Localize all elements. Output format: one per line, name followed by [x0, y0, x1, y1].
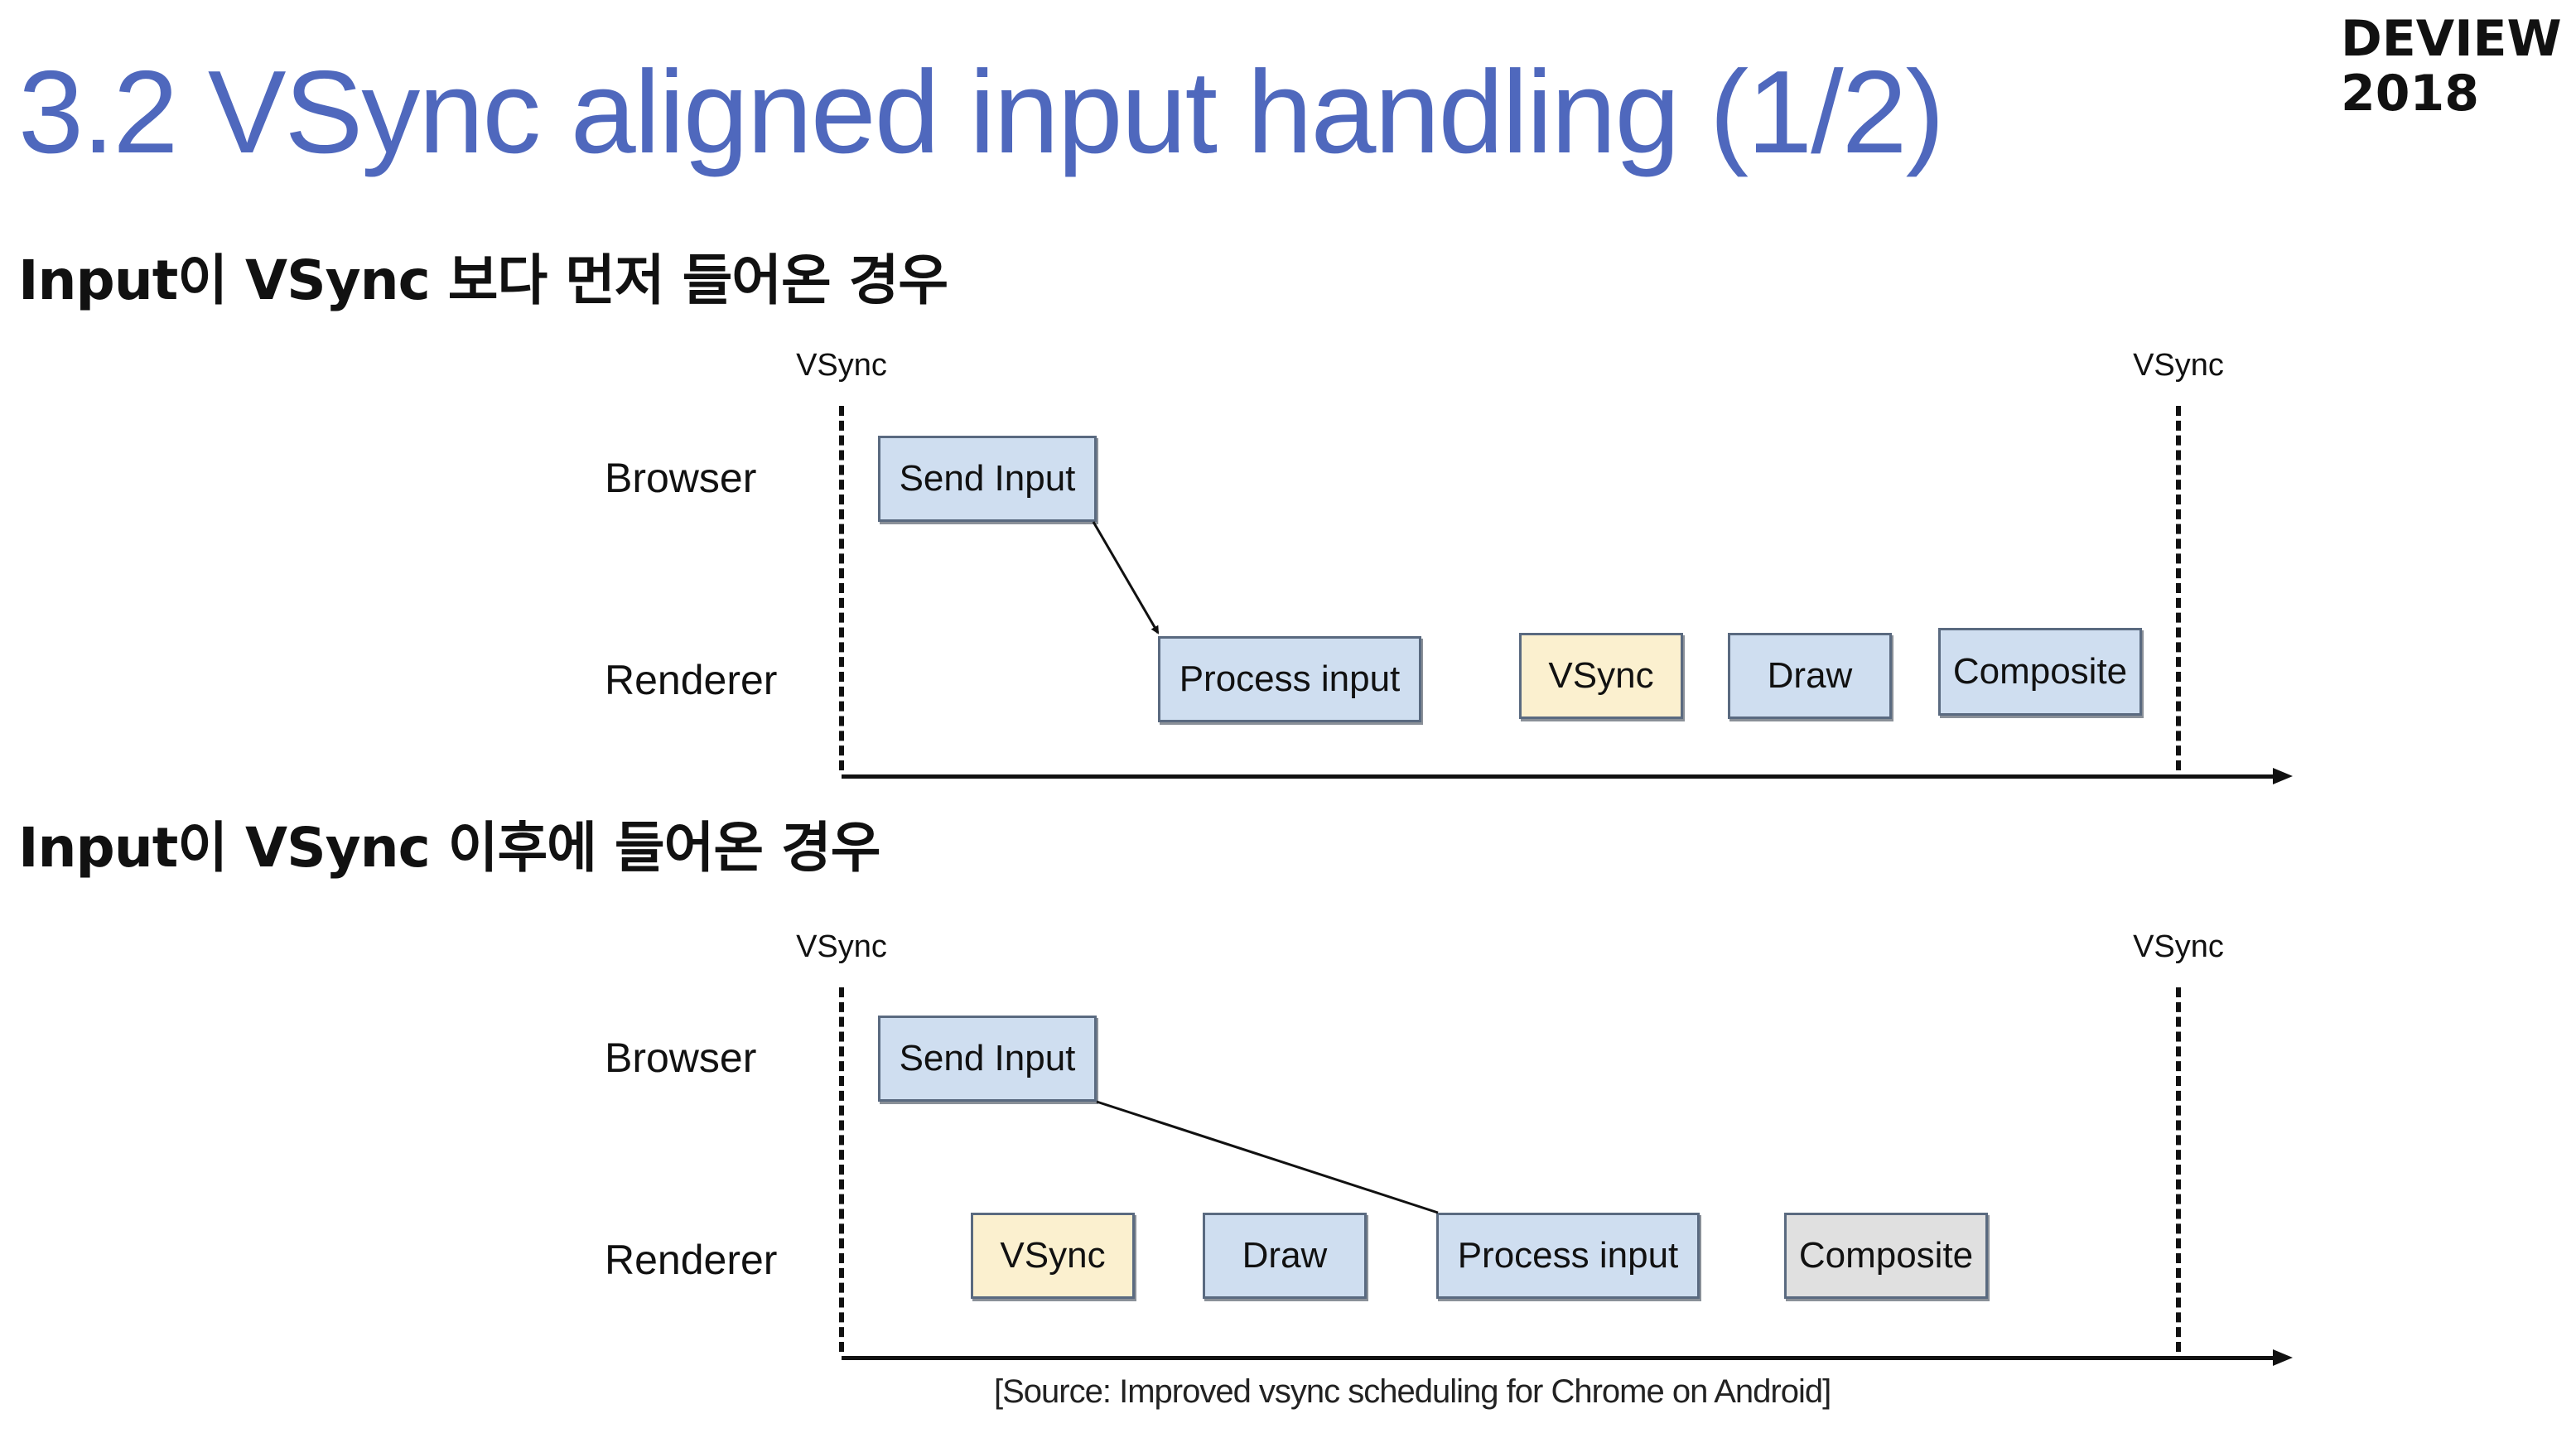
block-send-input: Send Input [878, 1016, 1097, 1102]
vsync-line-start [839, 406, 844, 770]
block-composite: Composite [1784, 1213, 1988, 1299]
time-axis [842, 768, 2293, 784]
block-send-input: Send Input [878, 436, 1097, 522]
block-process-input: Process input [1158, 636, 1421, 722]
row-label-browser: Browser [605, 1035, 757, 1081]
brand-line-2: 2018 [2341, 65, 2479, 123]
connector-send-to-process-2 [1096, 1100, 1439, 1214]
brand-line-1: DEVIEW [2341, 10, 2562, 68]
slide-title: 3.2 VSync aligned input handling (1/2) [18, 46, 1945, 178]
block-composite: Composite [1938, 628, 2142, 716]
diagram-2-heading: Input이 VSync 이후에 들어온 경우 [18, 816, 880, 880]
diagram-1-heading: Input이 VSync 보다 먼저 들어온 경우 [18, 248, 948, 312]
vsync-line-end [2176, 406, 2181, 770]
block-vsync: VSync [1519, 633, 1683, 719]
row-label-renderer: Renderer [605, 1237, 778, 1283]
block-vsync: VSync [971, 1213, 1135, 1299]
vsync-line-start [839, 987, 844, 1352]
vsync-line-end [2176, 987, 2181, 1352]
vsync-label-start: VSync [796, 348, 887, 383]
row-label-renderer: Renderer [605, 657, 778, 703]
block-draw: Draw [1728, 633, 1892, 719]
row-label-browser: Browser [605, 455, 757, 501]
source-citation: [Source: Improved vsync scheduling for C… [994, 1373, 1831, 1410]
connector-send-to-process-1 [1092, 521, 1160, 634]
vsync-label-end: VSync [2133, 348, 2224, 383]
time-axis [842, 1349, 2293, 1366]
vsync-label-end: VSync [2133, 929, 2224, 964]
vsync-label-start: VSync [796, 929, 887, 964]
brand-logo: DEVIEW 2018 [2341, 12, 2562, 121]
block-draw: Draw [1203, 1213, 1367, 1299]
block-process-input: Process input [1436, 1213, 1700, 1299]
